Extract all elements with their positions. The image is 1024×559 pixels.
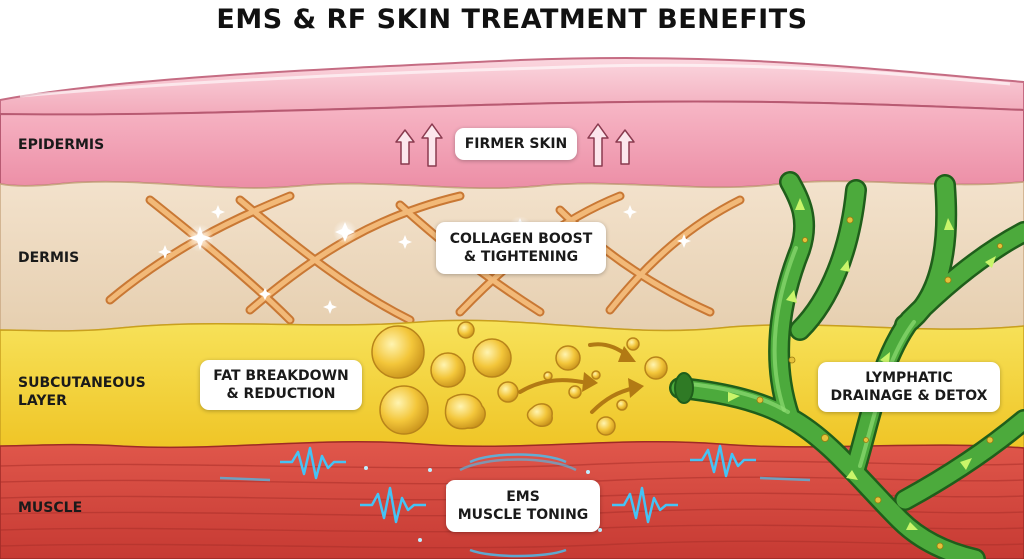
fat-cells <box>371 321 668 436</box>
up-arrow-icons <box>395 123 635 167</box>
callout-ems-line1: EMS <box>506 489 540 505</box>
label-subcutaneous: SUBCUTANEOUS LAYER <box>18 374 146 410</box>
lymph-vessel-opening <box>674 372 694 404</box>
callout-ems: EMS MUSCLE TONING <box>446 480 600 532</box>
lymph-particles <box>756 216 1003 550</box>
ems-pulse-waves <box>219 444 811 558</box>
label-epidermis: EPIDERMIS <box>18 137 105 153</box>
callout-lymph-line1: LYMPHATIC <box>865 370 953 386</box>
callout-firmer-skin-text: FIRMER SKIN <box>464 136 568 152</box>
callout-collagen-line1: COLLAGEN BOOST <box>449 231 593 247</box>
callout-ems-line2: MUSCLE TONING <box>457 507 589 523</box>
callout-fat-line1: FAT BREAKDOWN <box>213 368 349 384</box>
callout-lymphatic: LYMPHATIC DRAINAGE & DETOX <box>818 362 1000 412</box>
label-muscle: MUSCLE <box>18 500 83 516</box>
label-subcutaneous-line2: LAYER <box>18 393 67 409</box>
callout-fat-line2: & REDUCTION <box>226 386 336 402</box>
callout-firmer-skin: FIRMER SKIN <box>455 128 577 160</box>
lymphatic-vessels <box>669 171 1024 559</box>
callout-lymph-line2: DRAINAGE & DETOX <box>830 388 988 404</box>
callout-collagen-line2: & TIGHTENING <box>463 249 579 265</box>
label-subcutaneous-line1: SUBCUTANEOUS <box>18 375 146 391</box>
label-dermis: DERMIS <box>18 250 80 266</box>
page-title: EMS & RF SKIN TREATMENT BENEFITS <box>216 4 808 35</box>
lymph-flow-arrows <box>728 198 996 530</box>
callout-collagen: COLLAGEN BOOST & TIGHTENING <box>436 222 606 274</box>
callout-fat-breakdown: FAT BREAKDOWN & REDUCTION <box>200 360 362 410</box>
